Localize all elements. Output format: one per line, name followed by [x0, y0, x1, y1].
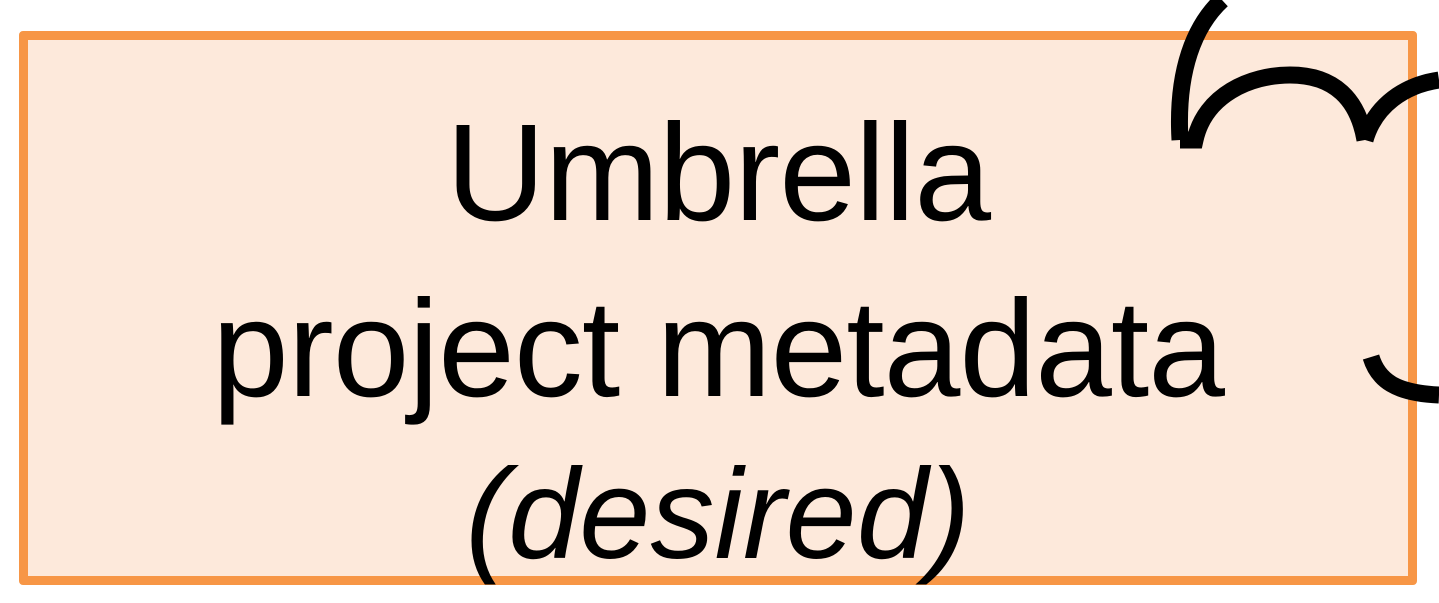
node-label-line-1: Umbrella [445, 96, 991, 250]
umbrella-project-metadata-node: Umbrella project metadata (desired) [19, 31, 1417, 585]
node-label-line-2: project metadata [212, 272, 1225, 426]
node-label-status: (desired) [465, 443, 971, 586]
